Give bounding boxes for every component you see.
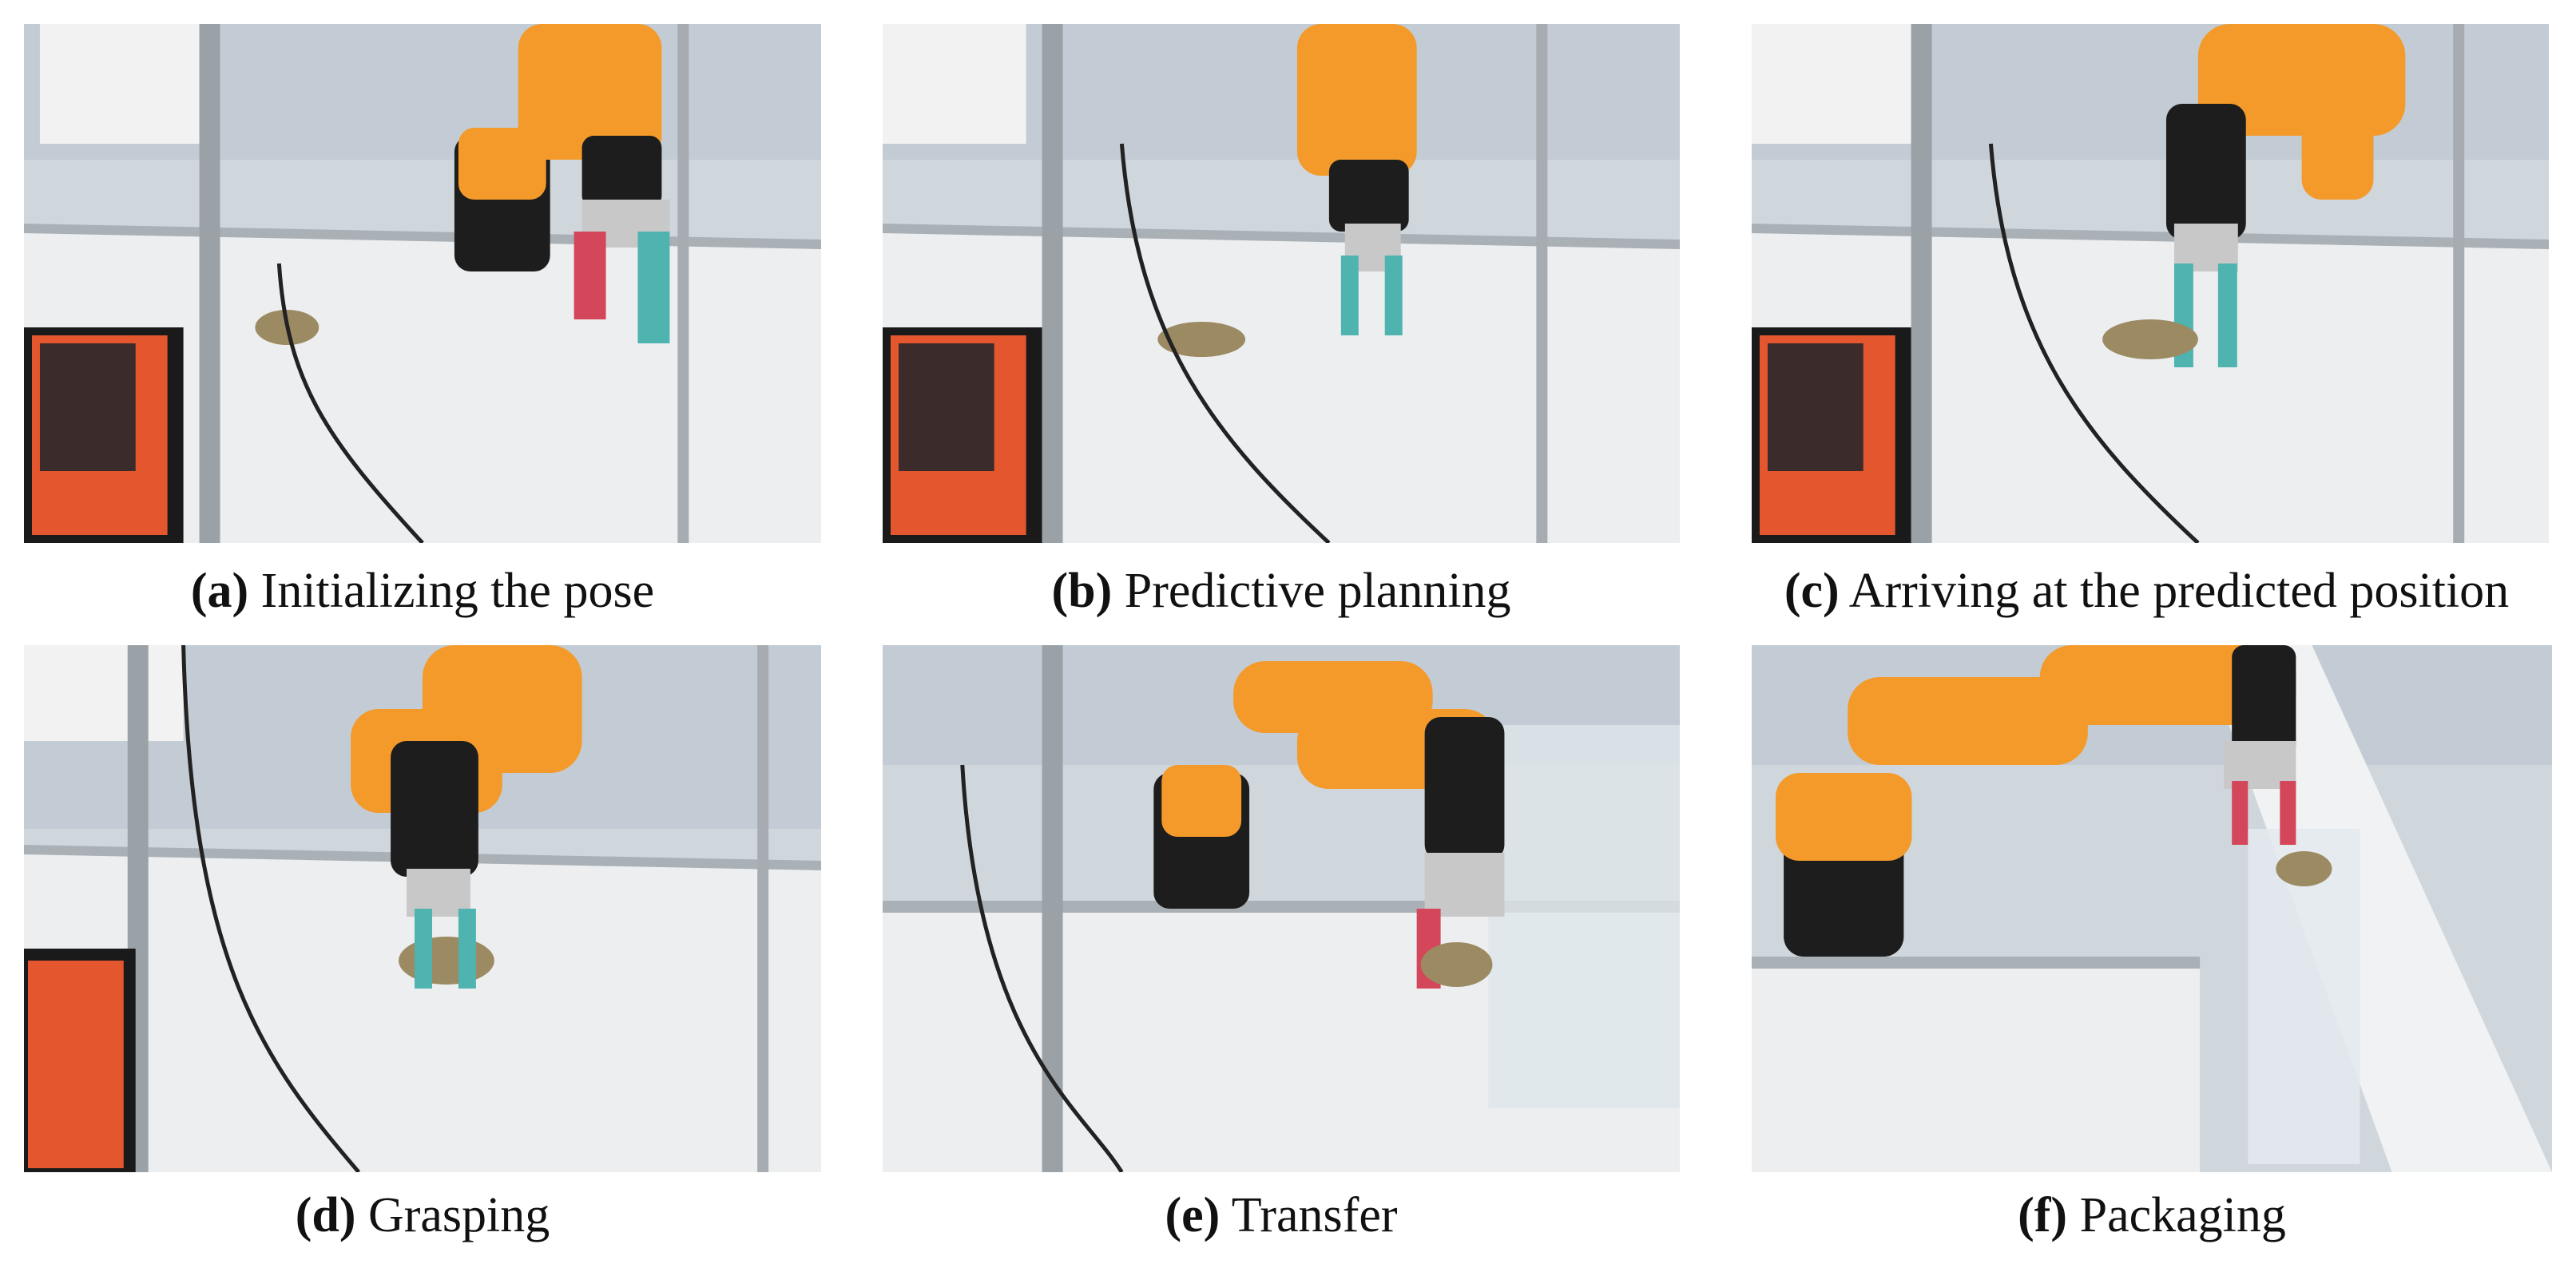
caption-e: (e) Transfer (883, 1183, 1680, 1247)
caption-text-d: Grasping (367, 1188, 550, 1242)
photo-grasping (24, 645, 821, 1172)
caption-text-f: Packaging (2079, 1188, 2286, 1242)
panel-label-e: (e) (1165, 1188, 1221, 1242)
panel-label-c: (c) (1784, 564, 1840, 618)
caption-a: (a) Initializing the pose (24, 559, 821, 623)
panel-label-d: (d) (295, 1188, 356, 1242)
photo-predictive-planning (883, 24, 1680, 543)
panel-label-f: (f) (2018, 1188, 2068, 1242)
photo-arriving-predicted-position (1752, 24, 2549, 543)
caption-f: (f) Packaging (1752, 1183, 2552, 1247)
caption-text-c: Arriving at the predicted position (1848, 564, 2510, 618)
panel-label-a: (a) (190, 564, 249, 618)
photo-packaging (1752, 645, 2552, 1172)
caption-text-e: Transfer (1231, 1188, 1398, 1242)
caption-text-a: Initializing the pose (260, 564, 655, 618)
photo-transfer (883, 645, 1680, 1172)
panel-label-b: (b) (1051, 564, 1113, 618)
caption-d: (d) Grasping (24, 1183, 821, 1247)
caption-c: (c) Arriving at the predicted position (1717, 559, 2576, 623)
caption-text-b: Predictive planning (1124, 564, 1511, 618)
caption-b: (b) Predictive planning (883, 559, 1680, 623)
photo-initializing-pose (24, 24, 821, 543)
